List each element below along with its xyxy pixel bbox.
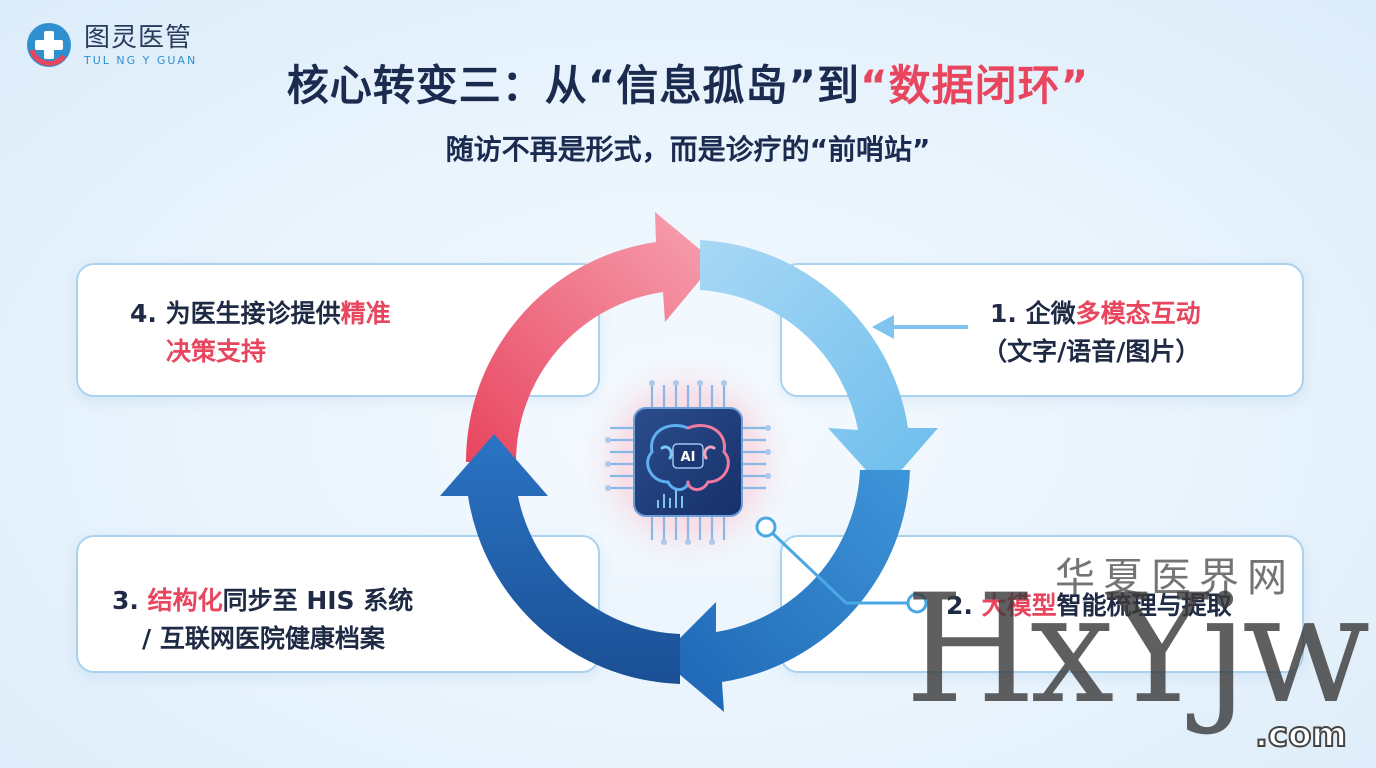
pointer-arrowhead-step1 [872,315,894,339]
step2-suffix: 智能梳理与提取 [1056,591,1232,620]
step4-highlight: 精准 [340,299,391,328]
brand-name-cn: 图灵医管 [84,22,193,53]
step4-prefix: 4. 为医生接诊提供 [130,299,341,328]
step3-highlight: 结构化 [147,586,223,615]
step1-highlight: 多模态互动 [1075,299,1201,328]
step4-line2: 决策支持 [166,337,267,366]
ai-chip-icon: AI [605,380,771,545]
page-title: 核心转变三：从“信息孤岛”到“数据闭环” [0,52,1376,113]
brand-name-en: TUL NG Y GUAN [84,53,198,67]
step3-prefix: 3. [112,586,148,615]
brain-icon [646,424,730,491]
step1-line2: （文字/语音/图片） [982,337,1201,366]
step4-text: 4. 为医生接诊提供精准 决策支持 [130,295,391,371]
brand-logo: 图灵医管 TUL NG Y GUAN [24,20,197,70]
medical-cross-icon [27,23,71,67]
step1-prefix: 1. 企微 [990,299,1076,328]
title-prefix: 核心转变三：从“信息孤岛”到 [286,61,860,110]
connector-line-step2 [764,525,914,605]
step3-text: 3. 结构化同步至 HIS 系统 / 互联网医院健康档案 [112,582,413,658]
ai-chip-label: AI [681,450,696,465]
page-subtitle: 随访不再是形式，而是诊疗的“前哨站” [445,133,931,166]
cycle-arrow-step1-to-2 [700,240,938,490]
cycle-arrow-step2-to-3 [660,470,910,712]
cycle-arrow-step4-to-1 [465,212,715,462]
connector-node-step2 [906,592,928,614]
step3-suffix: 同步至 HIS 系统 [222,586,414,615]
step1-text: 1. 企微多模态互动 （文字/语音/图片） [982,295,1201,371]
step2-prefix: 2. [946,591,982,620]
connector-node-chip [755,516,777,538]
step2-highlight: 大模型 [981,591,1057,620]
step3-line2: / 互联网医院健康档案 [142,624,385,653]
cycle-arrow-step3-to-4 [440,434,680,684]
title-highlight: “数据闭环” [860,61,1090,110]
step2-text: 2. 大模型智能梳理与提取 [946,587,1232,625]
